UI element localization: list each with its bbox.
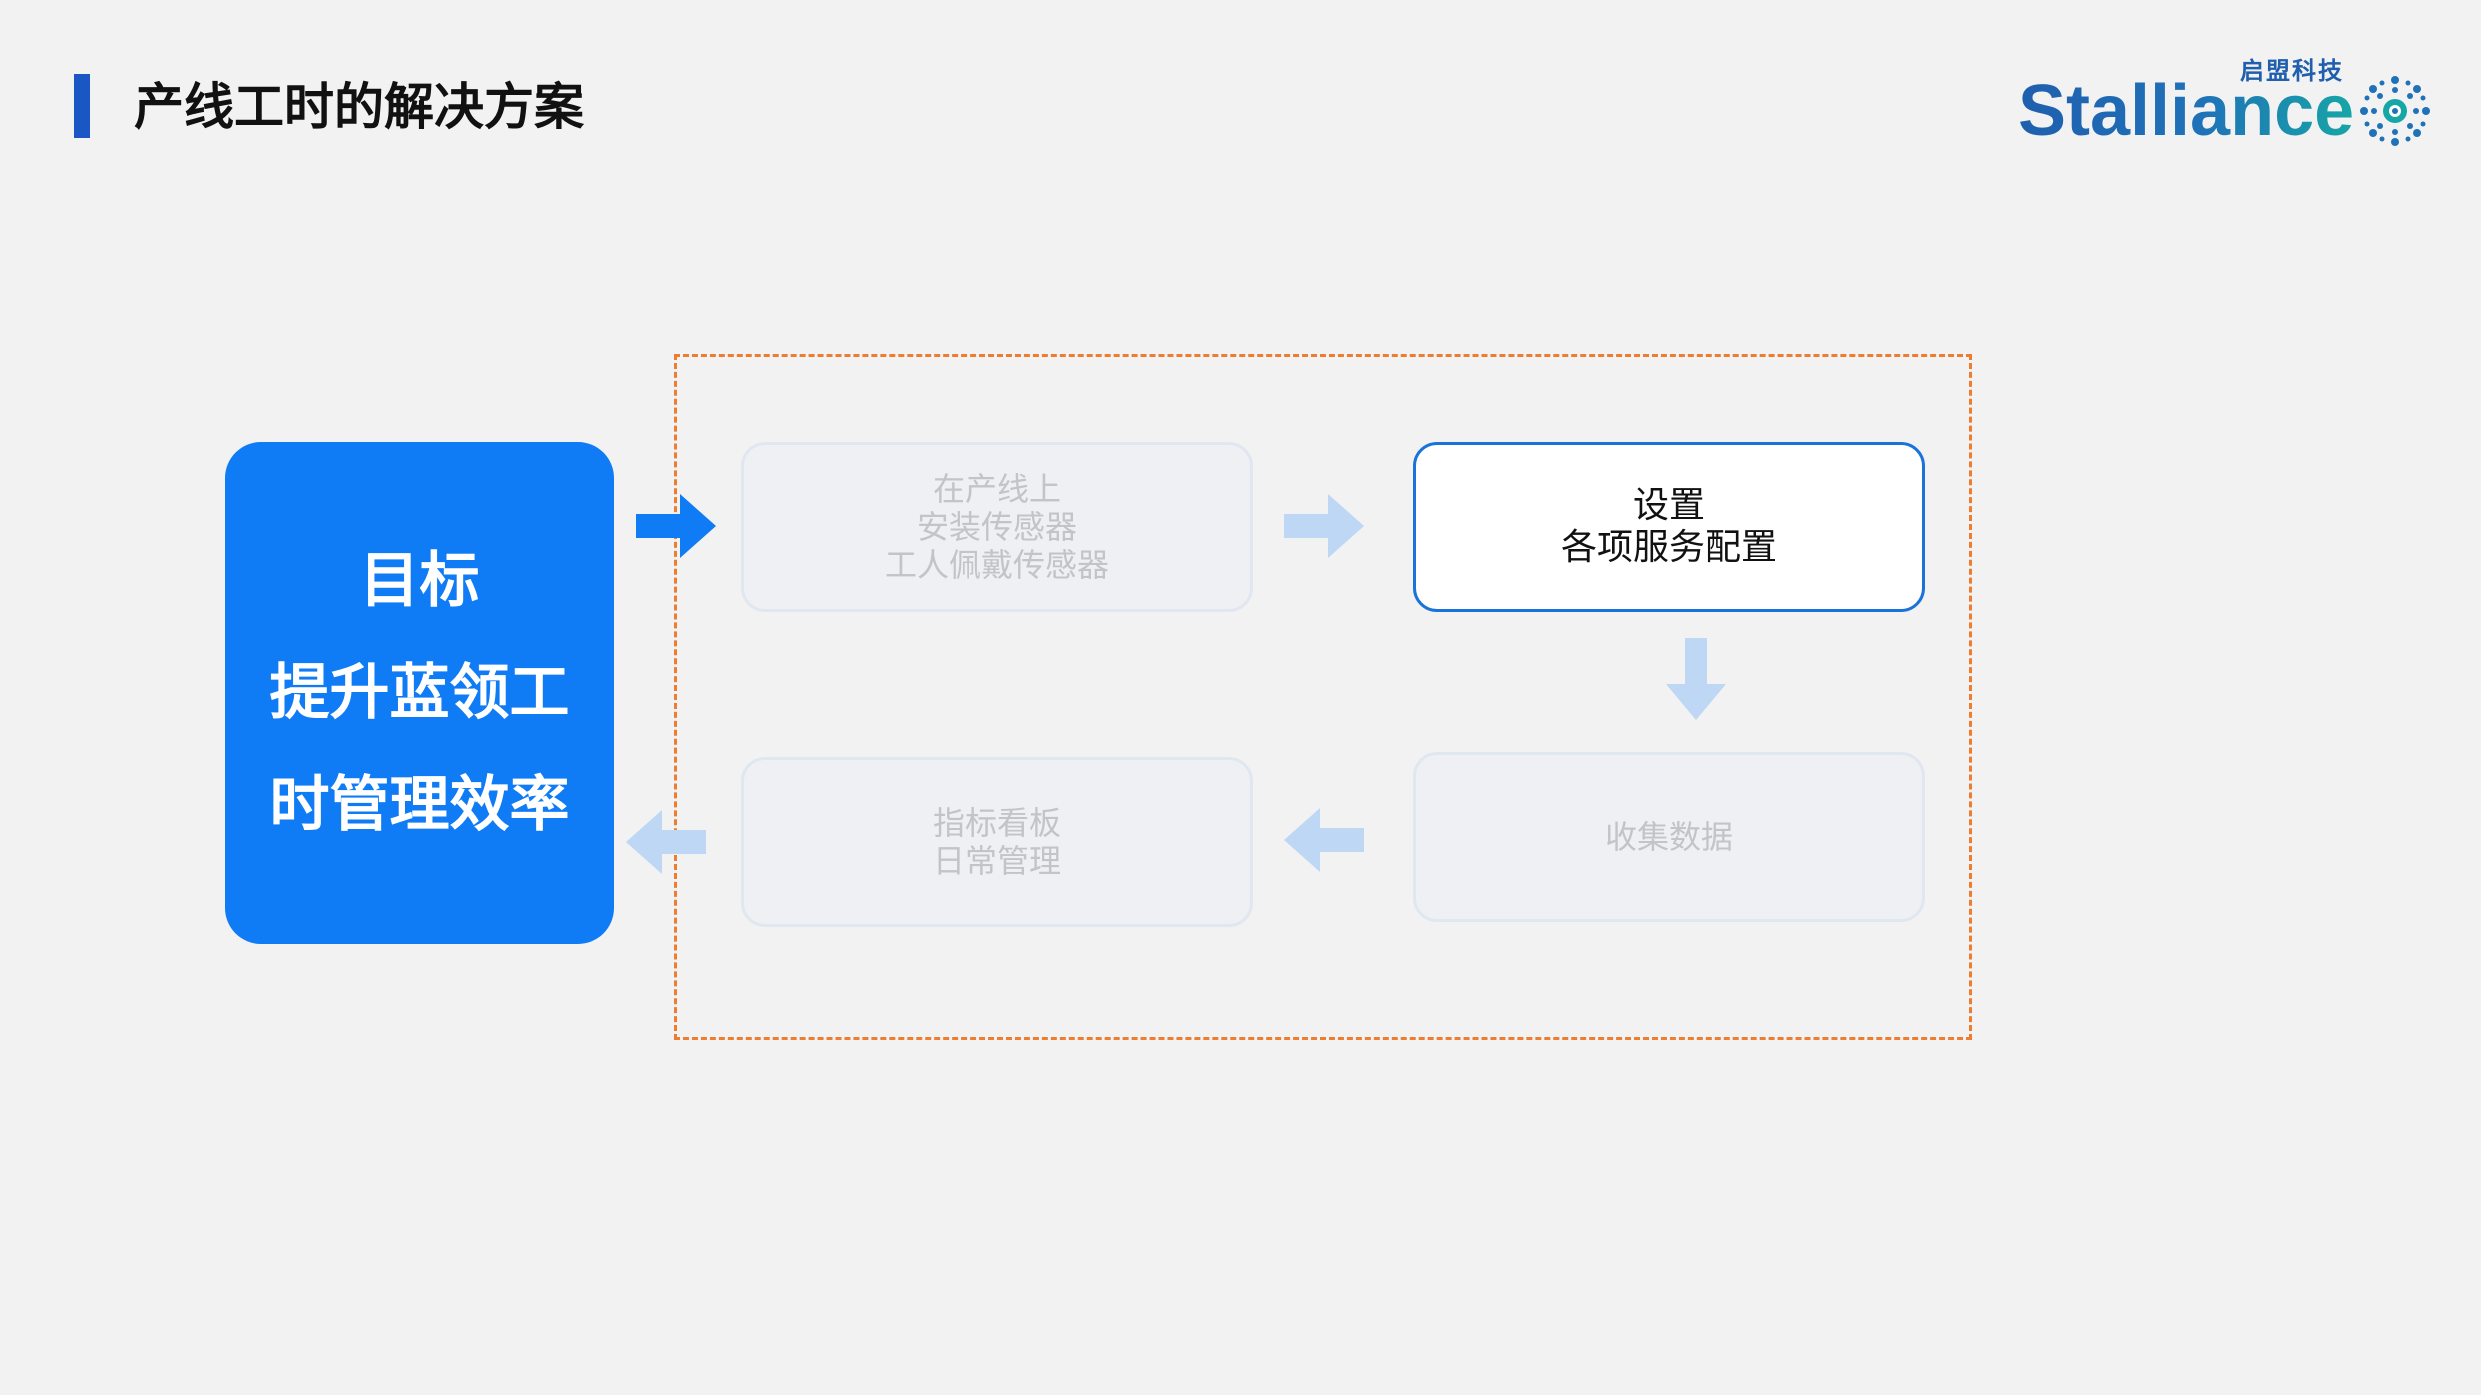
step-text-line: 收集数据: [1604, 818, 1733, 856]
logo-chinese-name: 启盟科技: [2240, 58, 2344, 84]
arrow-right-icon: [1284, 494, 1364, 558]
step-text-line: 工人佩戴传感器: [884, 546, 1109, 584]
step-dashboard: 指标看板 日常管理: [741, 757, 1253, 927]
arrow-right-icon: [636, 494, 716, 558]
process-frame: [674, 354, 1972, 1040]
goal-heading: 目标: [359, 546, 480, 616]
step-text-line: 各项服务配置: [1560, 527, 1777, 568]
arrow-down-icon: [1666, 638, 1726, 720]
company-logo: 启盟科技 Stalliance: [2018, 56, 2438, 156]
logo-wordmark: Stalliance: [2018, 66, 2354, 156]
goal-box: 目标 提升蓝领工 时管理效率: [225, 442, 614, 944]
step-text-line: 指标看板: [932, 804, 1061, 842]
step-text-line: 设置: [1632, 485, 1705, 526]
arrow-left-icon: [626, 810, 706, 874]
step-collect-data: 收集数据: [1413, 752, 1925, 922]
step-install-sensors: 在产线上 安装传感器 工人佩戴传感器: [741, 442, 1253, 612]
arrow-left-icon: [1284, 808, 1364, 872]
step-text-line: 安装传感器: [916, 508, 1077, 546]
goal-line-2: 时管理效率: [269, 770, 570, 840]
step-text-line: 在产线上: [932, 470, 1061, 508]
step-configure-services: 设置 各项服务配置: [1413, 442, 1925, 612]
page-title: 产线工时的解决方案: [134, 78, 584, 136]
logo-gear-icon: [2360, 76, 2430, 146]
step-text-line: 日常管理: [932, 842, 1061, 880]
title-accent-bar: [74, 74, 90, 138]
goal-line-1: 提升蓝领工: [269, 658, 570, 728]
